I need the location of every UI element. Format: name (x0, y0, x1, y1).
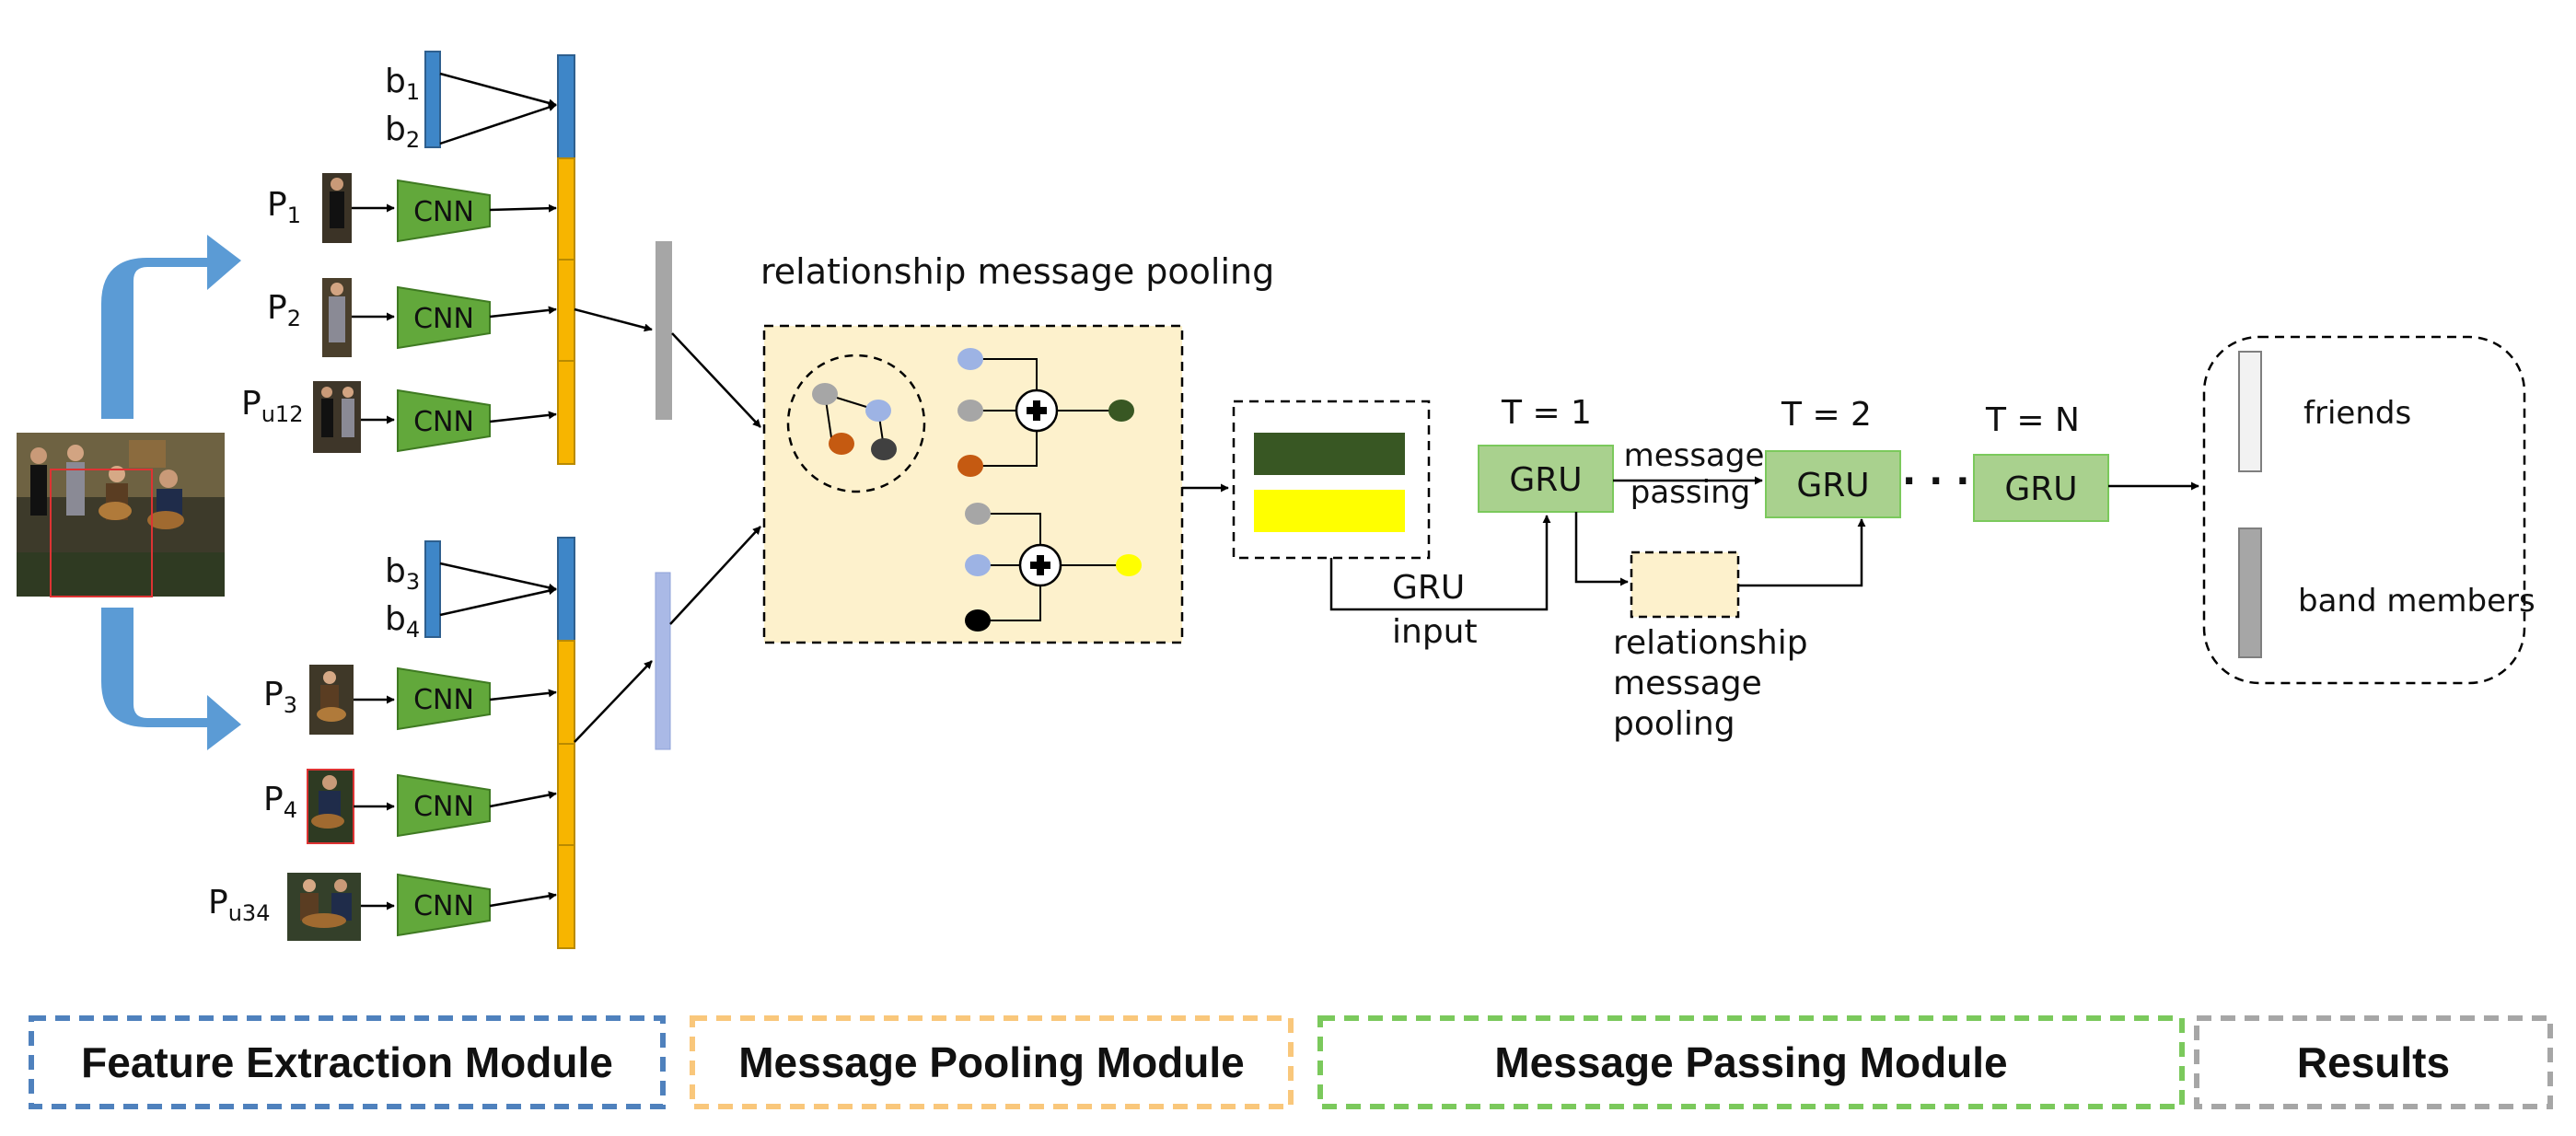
svg-text:Results: Results (2297, 1038, 2450, 1086)
svg-text:P4: P4 (263, 781, 297, 823)
box-feature-bar-bottom (424, 540, 441, 638)
pooling-operation-1 (957, 348, 1134, 477)
cnn-block (397, 773, 491, 838)
person-row-pu34: Pu34 CNN (208, 873, 557, 941)
relationship-pooling-mini-box (1630, 551, 1740, 619)
results-box (2202, 335, 2526, 685)
svg-text:GRU: GRU (1796, 467, 1869, 504)
split-arrow-up (101, 235, 241, 419)
box-label-b2: b2 (385, 110, 420, 153)
cnn-block (397, 388, 491, 453)
result-label-friends: friends (2303, 395, 2411, 432)
svg-text:Feature Extraction Module: Feature Extraction Module (81, 1038, 613, 1086)
svg-text:CNN: CNN (413, 684, 474, 716)
pooled-message-box (1232, 400, 1431, 560)
svg-text:CNN: CNN (413, 303, 474, 335)
box-label-b1: b1 (385, 63, 420, 105)
concat-feature-bar-bottom-blue (557, 537, 575, 642)
relation-graph (786, 354, 926, 493)
box-feature-bar-top (424, 51, 441, 148)
legend-results (2194, 1015, 2553, 1109)
result-label-band-members: band members (2298, 583, 2535, 620)
pooling-label-1: relationship (1613, 624, 1808, 662)
person-row-p4: P4 CNN (263, 769, 557, 844)
result-bar-band-members (2238, 527, 2262, 658)
legend-message-pooling (690, 1015, 1294, 1109)
result-bar-friends (2238, 351, 2262, 472)
time-step-n: T = N (1985, 401, 2080, 439)
svg-text:CNN: CNN (413, 890, 474, 922)
pooling-operation-2 (965, 503, 1142, 632)
svg-text:P2: P2 (267, 289, 301, 331)
svg-text:P1: P1 (267, 186, 301, 228)
svg-text:Pu12: Pu12 (241, 385, 303, 427)
svg-text:CNN: CNN (413, 196, 474, 228)
concat-feature-bar-top-orange (557, 157, 575, 465)
time-step-2: T = 2 (1781, 396, 1872, 434)
box-label-b4: b4 (385, 600, 420, 643)
message-pooling-box (762, 324, 1184, 644)
pooling-label-3: pooling (1613, 705, 1735, 743)
gru-cell-t2 (1765, 450, 1901, 518)
pair-feature-bar-gray (656, 241, 672, 420)
time-step-1: T = 1 (1501, 394, 1592, 432)
concat-feature-bar-bottom-orange (557, 640, 575, 949)
svg-text:GRU: GRU (2004, 470, 2077, 508)
svg-text:Message Passing Module: Message Passing Module (1494, 1038, 2007, 1086)
svg-text:CNN: CNN (413, 406, 474, 438)
svg-text:P3: P3 (263, 676, 297, 718)
cnn-block (397, 873, 491, 937)
legend: Feature Extraction Module Message Poolin… (29, 1015, 2553, 1109)
concat-feature-bar-top-blue (557, 54, 575, 159)
input-scene-image (17, 433, 225, 597)
split-arrow-down (101, 608, 241, 750)
svg-text:Message Pooling Module: Message Pooling Module (738, 1038, 1245, 1086)
message-passing-label-1: message (1624, 437, 1765, 474)
legend-feature-extraction (29, 1015, 666, 1109)
pooled-feature-green (1254, 433, 1405, 475)
svg-text:GRU: GRU (1509, 461, 1582, 499)
cnn-block (397, 179, 491, 243)
ellipsis: · · · (1902, 460, 1969, 503)
person-row-p3: P3 CNN (263, 665, 557, 735)
gru-cell-t1 (1478, 445, 1614, 513)
gru-input-label-2: input (1392, 613, 1478, 651)
cnn-block (397, 285, 491, 350)
pair-feature-bar-lightblue (655, 572, 671, 750)
box-label-b3: b3 (385, 552, 420, 595)
pooled-feature-yellow (1254, 490, 1405, 532)
person-row-p2: P2 CNN (267, 278, 557, 357)
gru-input-label-1: GRU (1392, 569, 1465, 607)
pooling-label-2: message (1613, 665, 1762, 702)
legend-message-passing (1317, 1015, 2185, 1109)
pooling-title: relationship message pooling (760, 251, 1274, 292)
svg-text:CNN: CNN (413, 791, 474, 823)
svg-text:Pu34: Pu34 (208, 884, 270, 926)
cnn-block (397, 667, 491, 731)
gru-cell-tn (1973, 454, 2109, 522)
person-row-p1: P1 CNN (267, 173, 557, 243)
person-row-pu12: Pu12 CNN (241, 381, 557, 453)
